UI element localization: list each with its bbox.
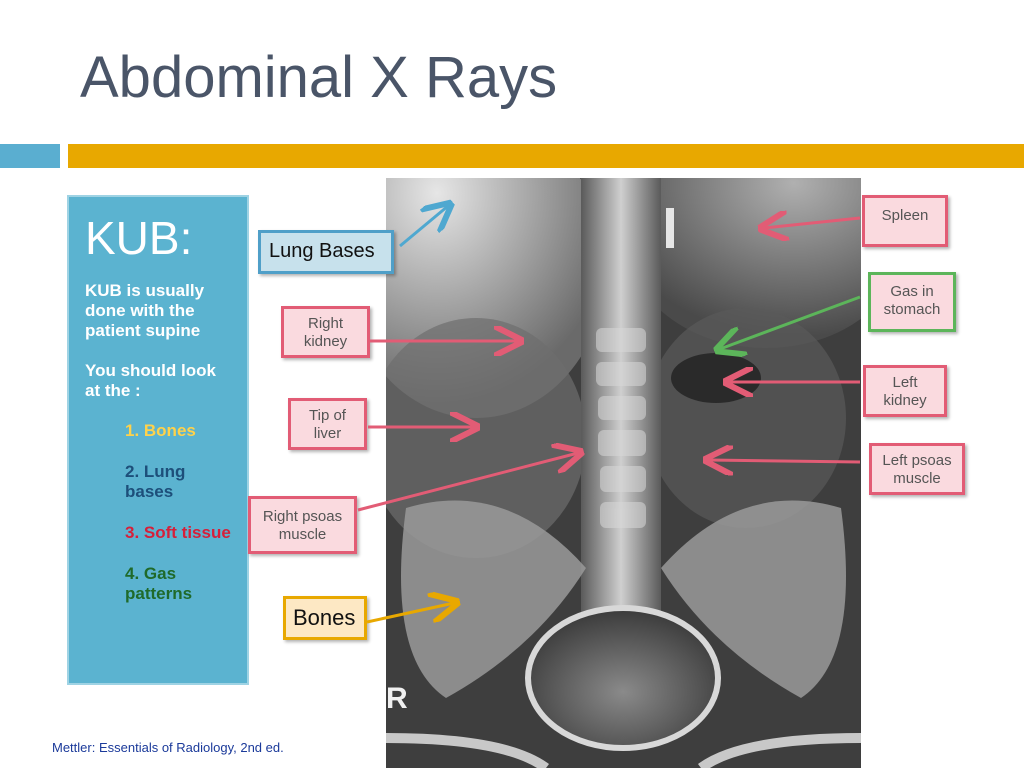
xray-drawing: R [386, 178, 861, 768]
xray-stomach-gas [671, 353, 761, 403]
accent-bar-blue [0, 144, 60, 168]
xray-left-iliac [661, 500, 846, 698]
xray-left-abdomen [646, 308, 846, 528]
xray-right-iliac [401, 500, 586, 698]
label-lung-bases: Lung Bases [258, 230, 394, 274]
citation: Mettler: Essentials of Radiology, 2nd ed… [52, 740, 284, 755]
slide-title: Abdominal X Rays [80, 45, 558, 110]
label-right-kidney: Right kidney [281, 306, 370, 358]
label-gas-in-stomach: Gas in stomach [868, 272, 956, 332]
xray-right-femur-head [386, 733, 549, 768]
checklist-item-gas-patterns: 4. Gas patterns [125, 564, 193, 603]
label-left-kidney-text: Left kidney [883, 374, 927, 409]
kub-description: KUB is usually done with the patient sup… [85, 281, 205, 340]
xray-r-marker: R [386, 682, 408, 715]
label-lung-bases-text: Lung Bases [269, 240, 375, 262]
label-spleen-text: Spleen [881, 207, 929, 224]
label-bones: Bones [283, 596, 367, 640]
xray-left-femur-head [698, 733, 861, 768]
xray-pelvic-inlet [528, 608, 718, 748]
xray-pelvic-brim [525, 605, 721, 751]
label-tip-of-liver-text: Tip of liver [309, 407, 346, 442]
label-left-kidney: Left kidney [863, 365, 947, 417]
xray-clip [666, 208, 674, 248]
label-bones-text: Bones [293, 605, 356, 630]
label-gas-in-stomach-text: Gas in stomach [883, 283, 941, 318]
xray-image: R [386, 178, 861, 768]
accent-bar-gold [68, 144, 1024, 168]
label-right-psoas: Right psoas muscle [248, 496, 357, 554]
checklist-item-lung-bases: 2. Lung bases [125, 462, 186, 501]
label-left-psoas-text: Left psoas muscle [882, 452, 952, 487]
label-right-psoas-text: Right psoas muscle [262, 508, 343, 543]
kub-heading: KUB: [85, 212, 193, 264]
label-spleen: Spleen [862, 195, 948, 247]
xray-vertebrae [596, 328, 646, 528]
kub-info-panel: KUB: KUB is usually done with the patien… [67, 195, 249, 685]
label-tip-of-liver: Tip of liver [288, 398, 367, 450]
label-right-kidney-text: Right kidney [303, 315, 348, 350]
checklist-item-soft-tissue: 3. Soft tissue [125, 523, 231, 542]
checklist-item-bones: 1. Bones [125, 421, 196, 440]
label-left-psoas: Left psoas muscle [869, 443, 965, 495]
look-at-intro: You should look at the : [85, 361, 216, 400]
